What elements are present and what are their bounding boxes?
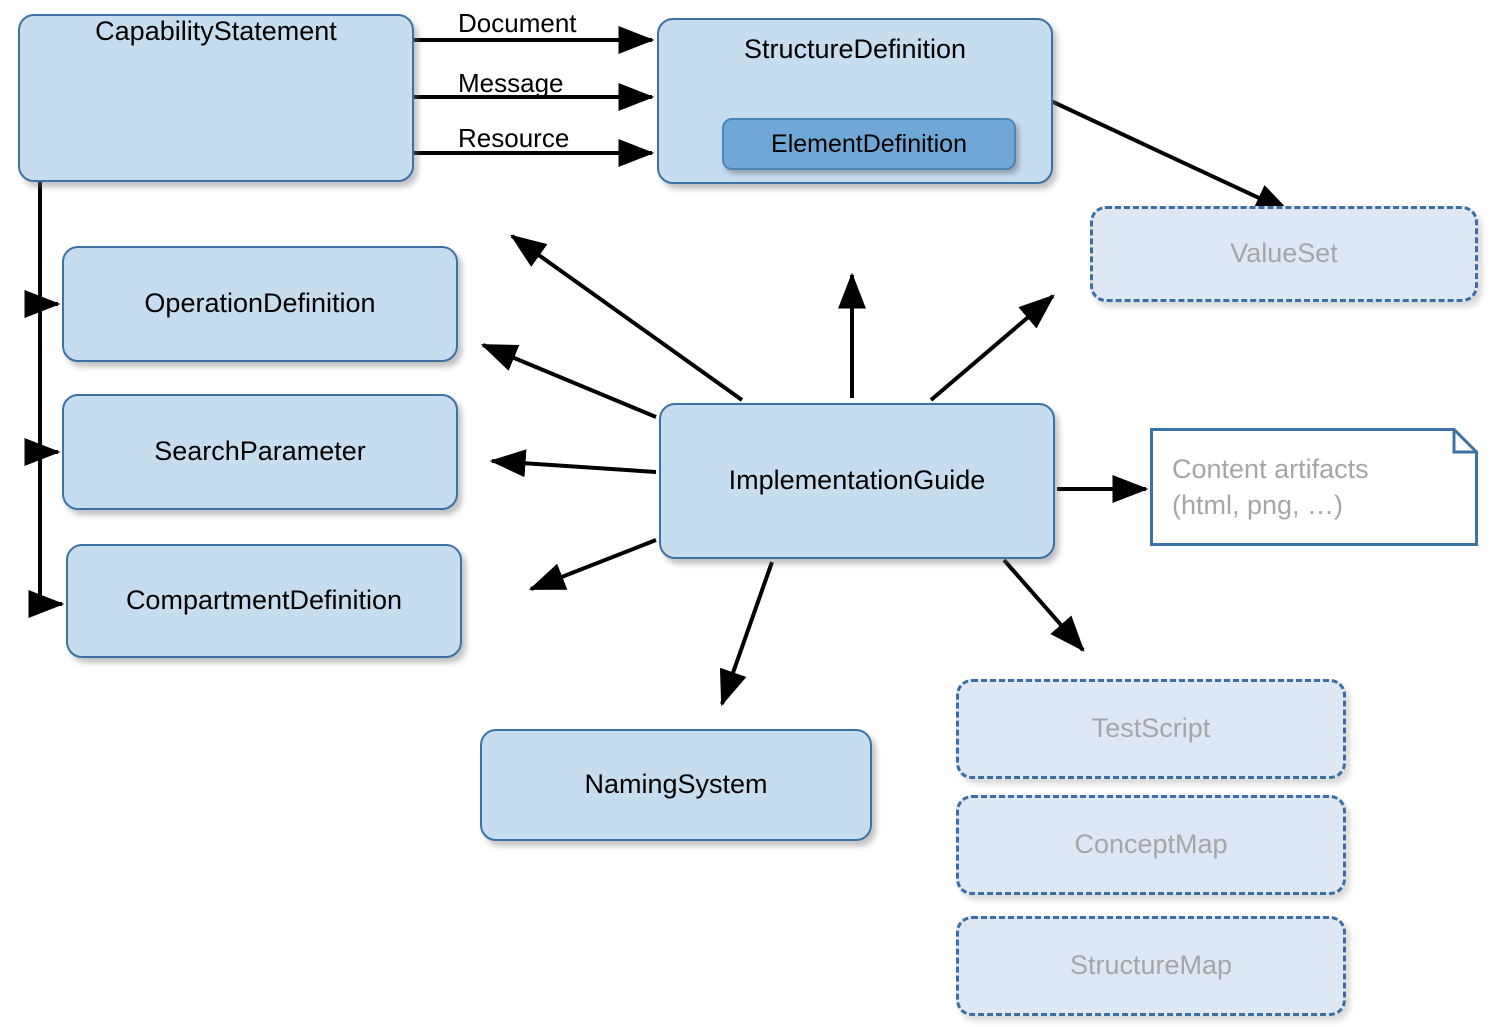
edge-ig-to-operation-definition bbox=[480, 343, 657, 419]
edge-ig-to-compartment-definition bbox=[528, 538, 657, 591]
note-shape-icon bbox=[1150, 428, 1478, 546]
node-operation-definition[interactable]: OperationDefinition bbox=[62, 246, 458, 362]
edge-label-message: Message bbox=[458, 68, 564, 98]
node-capability-statement[interactable]: CapabilityStatement bbox=[18, 14, 414, 182]
content-artifacts-line1: Content artifacts bbox=[1172, 453, 1369, 484]
node-concept-map[interactable]: ConceptMap bbox=[956, 795, 1346, 895]
node-value-set-label: ValueSet bbox=[1230, 238, 1338, 269]
node-search-parameter-label: SearchParameter bbox=[154, 436, 366, 467]
node-implementation-guide-label: ImplementationGuide bbox=[728, 465, 986, 496]
node-structure-map-label: StructureMap bbox=[1069, 950, 1233, 981]
node-test-script-label: TestScript bbox=[1091, 713, 1211, 744]
edge-ig-to-structure-definition bbox=[510, 234, 744, 402]
edge-structure-to-valueset bbox=[1050, 99, 1292, 214]
node-capability-statement-label: CapabilityStatement bbox=[95, 16, 337, 46]
node-concept-map-label: ConceptMap bbox=[1074, 829, 1228, 860]
note-text: Content artifacts (html, png, …) bbox=[1150, 451, 1369, 524]
edge-ig-to-naming-system bbox=[719, 561, 774, 707]
content-artifacts-line2: (html, png, …) bbox=[1172, 490, 1344, 520]
node-element-definition-label: ElementDefinition bbox=[771, 129, 967, 158]
node-compartment-definition[interactable]: CompartmentDefinition bbox=[66, 544, 462, 658]
node-naming-system[interactable]: NamingSystem bbox=[480, 729, 872, 841]
node-implementation-guide[interactable]: ImplementationGuide bbox=[659, 403, 1055, 559]
node-test-script[interactable]: TestScript bbox=[956, 679, 1346, 779]
node-content-artifacts[interactable]: Content artifacts (html, png, …) bbox=[1150, 428, 1478, 546]
edge-label-resource: Resource bbox=[458, 123, 570, 153]
node-compartment-definition-label: CompartmentDefinition bbox=[125, 585, 403, 616]
node-structure-map[interactable]: StructureMap bbox=[956, 916, 1346, 1016]
node-value-set[interactable]: ValueSet bbox=[1090, 206, 1478, 302]
node-naming-system-label: NamingSystem bbox=[584, 769, 768, 800]
edge-label-document: Document bbox=[458, 8, 577, 38]
node-operation-definition-label: OperationDefinition bbox=[144, 288, 376, 319]
edge-ig-to-test-script bbox=[1002, 558, 1085, 652]
node-search-parameter[interactable]: SearchParameter bbox=[62, 394, 458, 510]
edge-ig-to-valueset bbox=[929, 294, 1055, 402]
node-element-definition[interactable]: ElementDefinition bbox=[722, 118, 1016, 170]
node-structure-definition-label: StructureDefinition bbox=[743, 34, 967, 64]
edge-ig-to-search-parameter bbox=[489, 449, 657, 478]
